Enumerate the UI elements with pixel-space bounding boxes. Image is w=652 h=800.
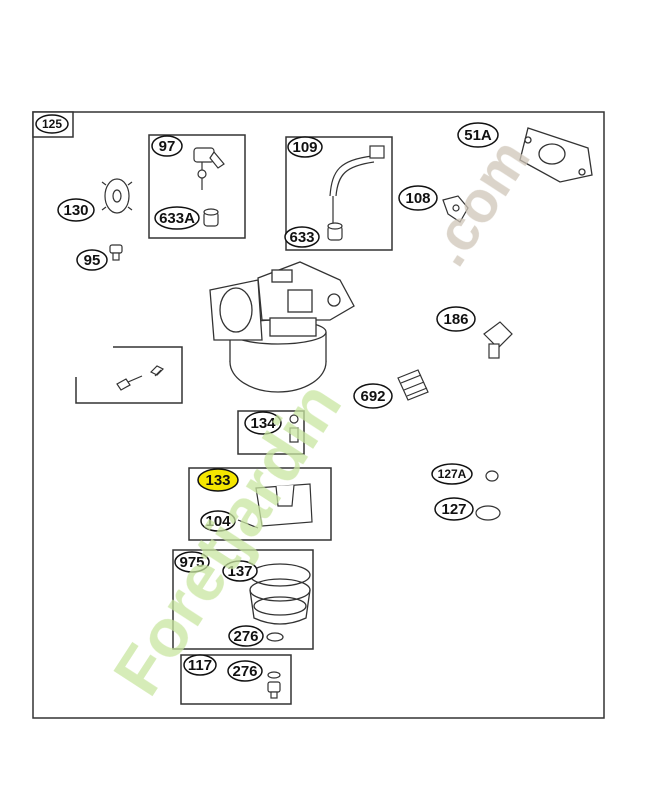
subassembly-box-97 <box>148 134 246 239</box>
callout-276-bowl-label: 276 <box>233 628 258 645</box>
callout-104-label: 104 <box>205 513 231 530</box>
part-186-drawing <box>483 321 513 359</box>
diagram-frame <box>32 111 605 719</box>
callout-186-label: 186 <box>443 311 468 328</box>
callout-633[interactable]: 633 <box>284 226 320 248</box>
subassembly-box-133 <box>188 467 332 541</box>
callout-109[interactable]: 109 <box>287 136 323 158</box>
part-127-drawing <box>475 505 501 521</box>
callout-127-label: 127 <box>441 501 466 518</box>
callout-633a-label: 633A <box>159 210 195 227</box>
callout-51a[interactable]: 51A <box>457 122 499 148</box>
callout-127a[interactable]: 127A <box>431 463 473 485</box>
part-97-drawing <box>193 147 225 190</box>
part-975-drawing <box>249 563 311 642</box>
callout-692[interactable]: 692 <box>353 383 393 409</box>
callout-134-label: 134 <box>250 415 276 432</box>
part-127a-drawing <box>485 470 499 482</box>
carburetor-body-drawing <box>209 261 355 393</box>
callout-276-screw[interactable]: 276 <box>227 660 263 682</box>
part-692-drawing <box>397 369 429 401</box>
subassembly-box-117 <box>180 654 292 705</box>
part-633-drawing <box>327 222 343 241</box>
part-screw-drawing <box>116 365 165 391</box>
part-108-drawing <box>442 195 469 223</box>
part-633a-drawing <box>203 208 219 227</box>
callout-97[interactable]: 97 <box>151 135 183 157</box>
callout-276-screw-label: 276 <box>232 663 257 680</box>
subassembly-box-134 <box>237 410 305 455</box>
callout-692-label: 692 <box>360 388 385 405</box>
callout-133[interactable]: 133 <box>197 468 239 492</box>
callout-186[interactable]: 186 <box>436 306 476 332</box>
subassembly-box-109 <box>285 136 393 251</box>
callout-130-label: 130 <box>63 202 88 219</box>
part-109-drawing <box>329 145 385 224</box>
callout-130[interactable]: 130 <box>57 198 95 222</box>
part-51a-drawing <box>519 127 593 183</box>
part-104-drawing <box>237 519 259 529</box>
callout-137[interactable]: 137 <box>222 560 258 582</box>
callout-104[interactable]: 104 <box>200 510 236 532</box>
callout-127[interactable]: 127 <box>434 497 474 521</box>
callout-95-label: 95 <box>84 252 101 269</box>
callout-108-label: 108 <box>405 190 430 207</box>
callout-117[interactable]: 117 <box>183 654 217 676</box>
callout-51a-label: 51A <box>464 127 492 144</box>
callout-633a[interactable]: 633A <box>154 206 200 230</box>
part-117-drawing <box>267 671 281 699</box>
part-95-drawing <box>109 244 123 261</box>
callout-117-label: 117 <box>188 657 212 674</box>
callout-276-bowl[interactable]: 276 <box>228 625 264 647</box>
callout-134[interactable]: 134 <box>244 411 282 435</box>
callout-109-label: 109 <box>292 139 317 156</box>
callout-97-label: 97 <box>159 138 176 155</box>
callout-975-label: 975 <box>179 554 204 571</box>
callout-125[interactable]: 125 <box>32 111 74 138</box>
callout-127a-label: 127A <box>438 467 467 481</box>
part-134-drawing <box>289 414 299 443</box>
watermark-main-text: Foretjardin <box>99 369 356 708</box>
callout-633-label: 633 <box>289 229 314 246</box>
subassembly-box-975 <box>172 549 314 650</box>
callout-108[interactable]: 108 <box>398 185 438 211</box>
callout-125-label: 125 <box>42 117 62 131</box>
part-133-drawing <box>255 483 313 527</box>
callout-975[interactable]: 975 <box>174 551 210 573</box>
callout-133-label: 133 <box>205 472 230 489</box>
callout-95[interactable]: 95 <box>76 249 108 271</box>
callout-137-label: 137 <box>227 563 252 580</box>
part-130-drawing <box>101 178 133 214</box>
subassembly-box-screw <box>75 346 183 404</box>
